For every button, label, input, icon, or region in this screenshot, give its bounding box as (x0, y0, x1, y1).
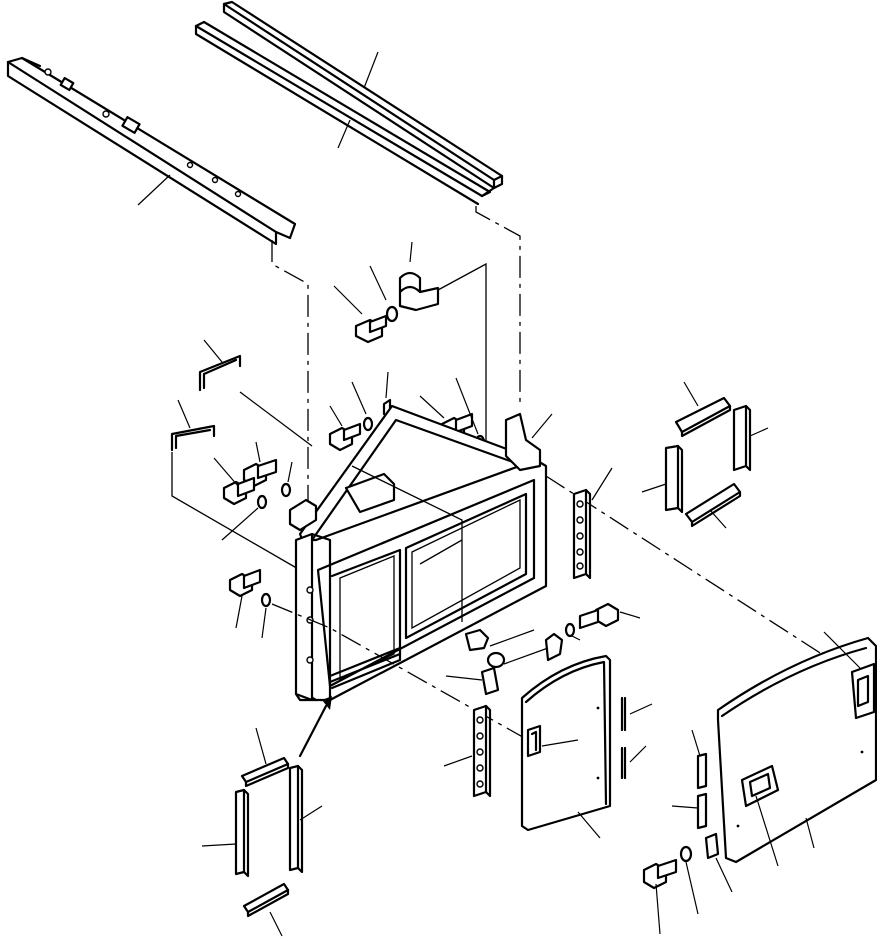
alignment-line (545, 475, 863, 681)
upper-bracket (398, 241, 440, 312)
right-door-panel (716, 631, 877, 867)
alignment-line (351, 465, 463, 622)
wire-clip-upper (198, 339, 242, 392)
alignment-line (171, 452, 301, 571)
main-frame (288, 404, 553, 702)
right-door-hardware (642, 729, 733, 935)
alignment-line (271, 603, 529, 741)
wire-clip-lower (170, 399, 216, 452)
leader-line (137, 174, 171, 206)
alignment-line (239, 391, 313, 447)
left-top-rail (6, 56, 297, 246)
small-seals (620, 696, 653, 780)
alignment-line (271, 240, 309, 520)
arrow-icon (298, 696, 332, 758)
middle-bolt-1 (328, 371, 392, 452)
left-bolts (213, 441, 293, 541)
alignment-line (475, 206, 521, 404)
mount-strip-upper (572, 467, 613, 580)
upper-bolt (333, 265, 399, 344)
gasket-strips-lower (201, 727, 323, 937)
top-channel-rail (194, 0, 504, 206)
mount-strip-lower (443, 704, 492, 798)
leader-line (337, 119, 351, 149)
left-door-panel (520, 654, 612, 839)
gasket-strips-upper (641, 381, 769, 529)
hinge-bolts (445, 602, 641, 696)
alignment-line (419, 539, 463, 565)
leader-line (363, 51, 379, 89)
side-bolt (228, 568, 272, 639)
